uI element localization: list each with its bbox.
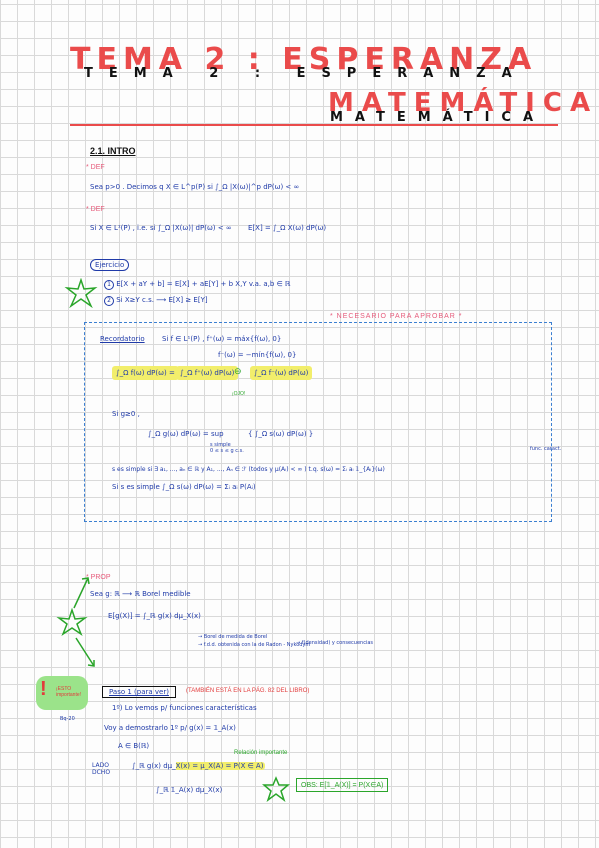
func-caract-note: func. caract. xyxy=(530,446,562,452)
section-heading: 2.1. INTRO xyxy=(90,146,136,156)
ejercicio-label: Ejercicio xyxy=(90,259,130,271)
obs-box: OBS: E[𝟙_A(X)] = P(X∈A) xyxy=(296,778,389,792)
title-line1-black: TEMA 2 : ESPERANZA xyxy=(84,66,528,81)
def-tag-1: * DEF xyxy=(86,164,105,171)
a-en-borel: A ∈ B(ℝ) xyxy=(118,742,150,750)
lado-equation: ∫_ℝ g(x) dμ_X(x) = μ_X(A) = P(X ∈ A) xyxy=(130,762,266,770)
relacion-note: Relación importante xyxy=(234,750,288,756)
exclamation-icon: ! xyxy=(40,678,47,700)
star-doodle-3 xyxy=(262,776,290,802)
prop-note-right: → f(densidad) y consecuencias xyxy=(296,640,374,646)
side-number: Bq-20 xyxy=(60,716,75,722)
paso-line: 1º) Lo vemos p/ funciones característica… xyxy=(112,704,257,712)
prop-note-2: → f.d.d. obtenida con la de Radon - Nyko… xyxy=(198,642,311,648)
recordatorio-box xyxy=(84,322,552,522)
star-doodle-1 xyxy=(64,278,98,308)
simple-definition: s es simple si ∃ a₁, ..., aₙ ∈ ℝ y A₁, .… xyxy=(112,466,385,473)
arrows-star-doodle xyxy=(56,577,95,667)
recordatorio-label: Recordatorio xyxy=(100,335,145,343)
title-line1-red: TEMA 2 : ESPERANZA xyxy=(70,42,538,77)
sup-left: ∫_Ω g(ω) dP(ω) = sup xyxy=(148,430,224,438)
integral-f: ∫_Ω f(ω) dP(ω) = xyxy=(112,366,179,380)
item-number-2: 2 xyxy=(104,296,114,306)
title-line2-black: MATEMÁTICA xyxy=(330,110,546,125)
def-text-2-left: Si X ∈ L¹(P) , i.e. si ∫_Ω |X(ω)| dP(ω) … xyxy=(90,224,232,232)
title-line2-red: MATEMÁTICA xyxy=(328,88,599,118)
importante-text: ¡ESTO importante! xyxy=(56,686,82,698)
prop-note-1: → Borel de medida de Borel xyxy=(198,634,268,640)
integral-f-minus: ∫_Ω f⁻(ω) dP(ω) xyxy=(250,366,313,380)
necesario-note: * NECESARIO PARA APROBAR * xyxy=(330,313,463,320)
lado-dcho: LADO DCHO xyxy=(92,762,111,776)
def-text-1: Sea p>0 . Decimos q X ∈ L^p(P) si ∫_Ω |X… xyxy=(90,183,300,191)
ejercicio-item-2: 2 Si X≥Y c.s. ⟶ E[X] ≥ E[Y] xyxy=(104,296,208,306)
importante-tag xyxy=(36,676,88,710)
def-tag-2: * DEF xyxy=(86,206,105,213)
ejercicio-item-1: 1 E[X + aY + b] = E[X] + aE[Y] + b X,Y v… xyxy=(104,280,290,290)
title-underline xyxy=(70,124,558,126)
prop-tag: * PROP xyxy=(86,574,111,581)
simple-integral: Si s es simple ∫_Ω s(ω) dP(ω) = Σᵢ aᵢ P(… xyxy=(112,483,256,491)
recordatorio-line-2: f⁻(ω) = −mín{f(ω), 0} xyxy=(218,351,297,359)
paso-label: Paso 1 (para ver) xyxy=(102,686,176,698)
def-text-2-right: E[X] = ∫_Ω X(ω) dP(ω) xyxy=(248,224,327,232)
tambien-note: (TAMBIÉN ESTÁ EN LA PÁG. 82 DEL LIBRO) xyxy=(186,688,310,694)
ejercicio-item-1-text: E[X + aY + b] = E[X] + aE[Y] + b X,Y v.a… xyxy=(116,280,291,288)
ejercicio-item-2-text: Si X≥Y c.s. ⟶ E[X] ≥ E[Y] xyxy=(116,296,208,304)
lado-equation-2: ∫_ℝ 𝟙_A(x) dμ_X(x) xyxy=(156,786,223,794)
item-number-1: 1 xyxy=(104,280,114,290)
integral-f-plus: ∫_Ω f⁺(ω) dP(ω) xyxy=(176,366,239,380)
prop-equation: E[g(X)] = ∫_ℝ g(x) dμ_X(x) xyxy=(108,612,201,620)
prop-sea: Sea g: ℝ ⟶ ℝ Borel medible xyxy=(90,590,191,598)
voy-line: Voy a demostrarlo 1º p/ g(x) = 𝟙_A(x) xyxy=(104,724,236,732)
sup-subscript: s simple 0 ≤ s ≤ g c.s. xyxy=(210,442,244,454)
minus-sign-circle: ⊖ xyxy=(234,366,242,376)
si-g-line: Si g≥0 , xyxy=(112,410,140,418)
ojo-note: ¡OJO! xyxy=(232,391,246,397)
sup-right: { ∫_Ω s(ω) dP(ω) } xyxy=(248,430,314,438)
recordatorio-line-1: Si f ∈ L¹(P) , f⁺(ω) = máx{f(ω), 0} xyxy=(162,335,282,343)
